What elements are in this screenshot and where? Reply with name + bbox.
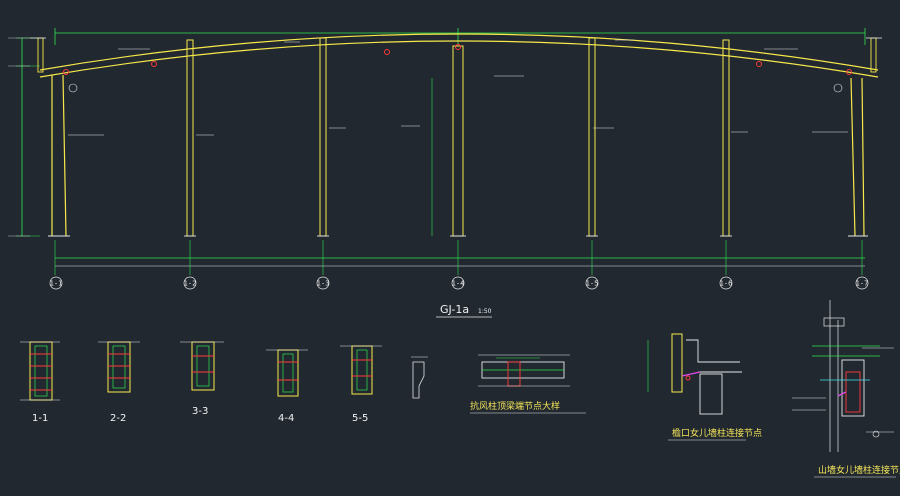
eave-detail-title: 檐口女儿墙柱连接节点 xyxy=(672,427,762,439)
interior-columns xyxy=(184,37,732,237)
gable-detail-title: 山墙女儿墙柱连接节点 xyxy=(818,464,900,476)
axis-bubble-1 xyxy=(49,276,63,290)
axis-label-2: 1-2 xyxy=(184,280,197,288)
bottom-dimension-lines xyxy=(54,240,865,275)
edge-columns xyxy=(48,74,868,237)
portal-frame-elevation: 1-1 1-2 1-3 1-4 1-5 1-6 1-7 GJ-1a 1:50 xyxy=(8,28,882,318)
grid-axis-bubbles: 1-1 1-2 1-3 1-4 1-5 1-6 1-7 xyxy=(49,276,869,290)
section-5-5: 5-5 xyxy=(340,345,382,424)
ridge-connection-detail: 抗风柱顶梁端节点大样 xyxy=(470,354,586,414)
axis-bubble-5 xyxy=(585,276,599,290)
top-dimension-line xyxy=(54,28,866,45)
section-label-5-5: 5-5 xyxy=(352,413,368,424)
eave-parapet-detail: 檐口女儿墙柱连接节点 xyxy=(647,333,762,441)
stiffener-plate-detail xyxy=(411,356,428,399)
axis-bubble-2 xyxy=(183,276,197,290)
gable-parapet-detail: 山墙女儿墙柱连接节点 xyxy=(792,300,900,478)
roof-rafter xyxy=(39,33,879,78)
section-4-4: 4-4 xyxy=(266,349,308,424)
section-3-3: 3-3 xyxy=(180,341,224,417)
section-label-2-2: 2-2 xyxy=(110,413,126,424)
rafter-node-markers xyxy=(63,44,852,93)
section-details: 1-1 2-2 3-3 4-4 xyxy=(20,341,428,424)
frame-scale: 1:50 xyxy=(478,308,492,315)
section-2-2: 2-2 xyxy=(98,341,140,424)
axis-label-5: 1-5 xyxy=(586,280,599,288)
axis-label-7: 1-7 xyxy=(856,280,869,288)
axis-label-1: 1-1 xyxy=(50,280,63,288)
axis-bubble-3 xyxy=(316,276,330,290)
axis-bubble-7 xyxy=(855,276,869,290)
main-drawing-title: GJ-1a 1:50 xyxy=(436,303,492,318)
axis-label-4: 1-4 xyxy=(452,280,465,288)
axis-bubble-6 xyxy=(719,276,733,290)
section-label-3-3: 3-3 xyxy=(192,406,208,417)
section-label-1-1: 1-1 xyxy=(32,413,48,424)
frame-title: GJ-1a xyxy=(440,303,469,316)
axis-bubble-4 xyxy=(451,276,465,290)
section-label-4-4: 4-4 xyxy=(278,413,294,424)
left-height-dimensions xyxy=(8,37,40,237)
section-1-1: 1-1 xyxy=(20,341,60,424)
axis-label-3: 1-3 xyxy=(317,280,330,288)
member-annotations xyxy=(68,39,848,136)
axis-label-6: 1-6 xyxy=(720,280,733,288)
parapet-posts xyxy=(30,37,882,73)
ridge-detail-title: 抗风柱顶梁端节点大样 xyxy=(470,400,560,412)
